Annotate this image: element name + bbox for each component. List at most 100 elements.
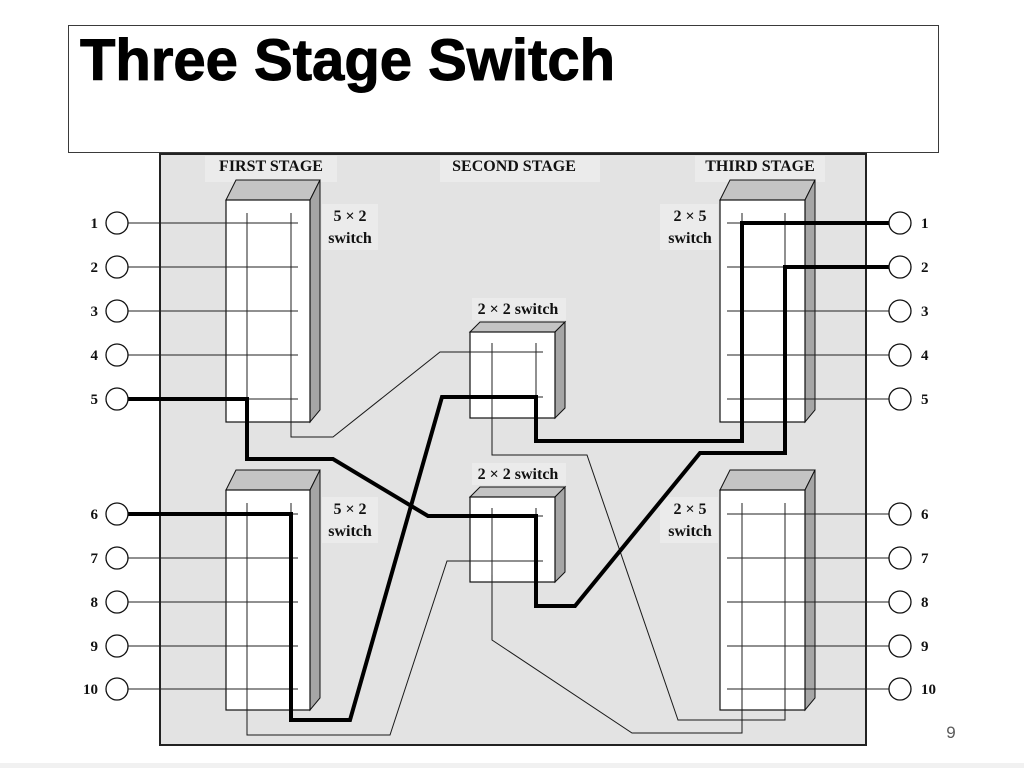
output-port-7: 7 [888,546,929,570]
interstage-link [246,560,470,736]
interstage-link [491,410,786,721]
switch-label: 2 × 2 switch [478,301,559,318]
input-label: 4 [91,348,99,364]
switch-type-label: switch [328,523,372,540]
label-backdrops [205,156,825,543]
port-circle [888,590,912,614]
output-label: 7 [921,551,929,567]
output-label: 9 [921,639,929,655]
switch-front-face [719,489,806,711]
port-circle [105,211,129,235]
switch-type-label: switch [668,523,712,540]
input-port-7: 7 [91,546,129,570]
footer-strip [0,763,1024,768]
port-circle [105,502,129,526]
port-circle [888,255,912,279]
input-port-5: 5 [91,387,129,411]
active-paths [128,221,889,722]
port-circle [105,255,129,279]
label-backdrop [695,156,825,182]
output-lines [727,222,889,690]
port-circle [888,546,912,570]
input-port-6: 6 [91,502,129,526]
port-circle [105,590,129,614]
switch-size-label: 5 × 2 [333,501,366,518]
output-port-5: 5 [888,387,929,411]
output-label: 1 [921,216,929,232]
input-label: 1 [91,216,99,232]
input-port-1: 1 [91,211,129,235]
label-backdrop [322,497,378,543]
switch-top-face [468,321,567,333]
label-backdrop [322,204,378,250]
port-circle [888,502,912,526]
input-port-8: 8 [91,590,129,614]
switch-label: 2 × 2 switch [478,466,559,483]
interstage-link [491,575,743,734]
label-backdrop [660,204,718,250]
output-label: 3 [921,304,929,320]
port-circle [105,343,129,367]
switch-front-face [469,331,556,419]
input-label: 9 [91,639,99,655]
input-port-9: 9 [91,634,129,658]
switch-front-face [469,496,556,583]
slide-title-box: Three Stage Switch [68,25,939,153]
input-label: 10 [83,682,98,698]
switch-type-label: switch [328,230,372,247]
switch-front-face [225,489,311,711]
switch-side-face [554,485,566,584]
stage-label-third: THIRD STAGE [705,158,815,175]
output-label: 2 [921,260,929,276]
switch-top-face [225,469,321,491]
switch-top-face [225,179,321,201]
interstage-links [246,351,786,736]
label-backdrop [660,497,718,543]
port-circle [105,677,129,701]
slide-title: Three Stage Switch [79,28,616,93]
input-port-2: 2 [91,255,129,279]
output-label: 6 [921,507,929,523]
switch-size-label: 5 × 2 [333,208,366,225]
input-port-4: 4 [91,343,129,367]
output-label: 5 [921,392,929,408]
input-port-3: 3 [91,299,129,323]
label-backdrop [440,156,600,182]
page-number: 9 [946,723,956,742]
port-circle [105,387,129,411]
input-label: 2 [91,260,99,276]
active-path [128,265,889,608]
output-ports: 1 2 3 4 5 6 7 8 9 10 [888,211,936,701]
input-label: 5 [91,392,99,408]
output-port-6: 6 [888,502,929,526]
switch-size-label: 2 × 5 [673,208,706,225]
output-port-1: 1 [888,211,929,235]
switch-type-label: switch [668,230,712,247]
switch-top-face [468,486,567,498]
input-ports: 1 2 3 4 5 6 7 8 9 10 [83,211,129,701]
output-label: 10 [921,682,936,698]
switch-side-face [804,469,816,712]
label-backdrop [472,463,566,485]
input-label: 8 [91,595,99,611]
port-circle [888,677,912,701]
input-port-10: 10 [83,677,129,701]
switch-side-face [804,179,816,424]
switch-side-face [554,320,566,420]
port-circle [105,299,129,323]
port-circle [888,299,912,323]
switch-top-face [719,469,816,491]
second-stage-switch-2: 2 × 2 switch [468,466,567,584]
interstage-link [290,351,470,438]
switch-side-face [309,179,321,424]
switch-top-face [719,179,816,201]
input-label: 7 [91,551,99,567]
port-circle [105,546,129,570]
switch-side-face [309,469,321,712]
output-port-10: 10 [888,677,936,701]
active-path [128,221,889,722]
port-circle [888,634,912,658]
output-label: 4 [921,348,929,364]
port-circle [888,343,912,367]
